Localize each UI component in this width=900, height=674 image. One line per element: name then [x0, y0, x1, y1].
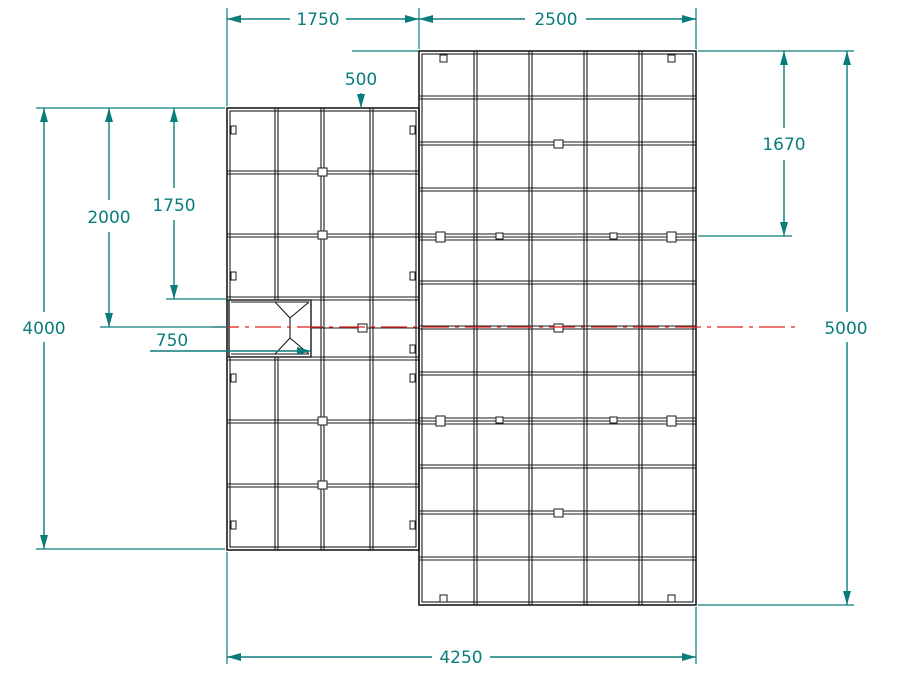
dimension-left-b: 1750 [152, 108, 227, 300]
dimension-label: 4000 [22, 319, 65, 339]
dimension-label: 750 [156, 331, 188, 351]
dimension-label: 4250 [439, 648, 482, 668]
dimension-label: 2500 [534, 10, 577, 30]
dimension-top-left: 1750 [226, 8, 420, 106]
dimension-label: 1750 [296, 10, 339, 30]
dimension-right-total: 5000 [698, 51, 868, 606]
dimension-left-a: 2000 [87, 108, 227, 328]
dimension-bottom-overall: 4250 [226, 552, 697, 668]
dimension-offset: 500 [345, 50, 419, 108]
dimension-stair: 750 [150, 331, 311, 355]
dimension-label: 1670 [762, 135, 805, 155]
dimension-label: 2000 [87, 208, 130, 228]
left-platform [226, 107, 420, 551]
dimension-label: 500 [345, 70, 377, 90]
right-platform [418, 50, 697, 606]
dimension-left-total: 4000 [22, 107, 225, 550]
dimension-label: 1750 [152, 196, 195, 216]
dimension-label: 5000 [824, 319, 867, 339]
dimension-top-right: 2500 [419, 8, 697, 49]
dimension-right-inner: 1670 [698, 50, 854, 237]
